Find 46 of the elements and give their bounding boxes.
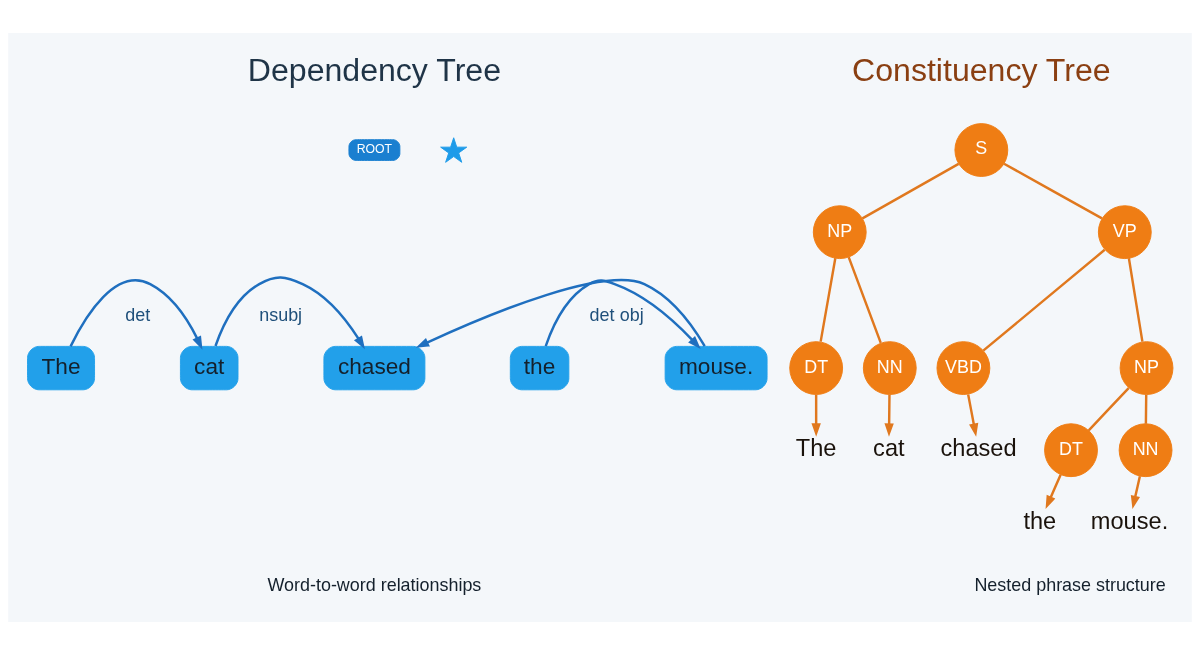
node-star bbox=[440, 137, 468, 163]
edge-label: nsubj bbox=[259, 304, 303, 325]
label: Nested phrase structure bbox=[974, 574, 1166, 595]
node-circle: NP bbox=[1119, 341, 1174, 395]
node-box: the bbox=[509, 345, 570, 391]
node-circle: NP bbox=[812, 205, 867, 260]
edge-label: det bbox=[589, 304, 615, 325]
node-text: cat bbox=[873, 434, 905, 461]
node-text: mouse. bbox=[1090, 507, 1169, 534]
node-box: cat bbox=[179, 345, 239, 391]
node-box: ROOT bbox=[348, 139, 401, 161]
connector bbox=[861, 162, 960, 220]
node-circle: DT bbox=[789, 341, 844, 395]
node-circle: DT bbox=[1044, 423, 1098, 478]
connector bbox=[819, 258, 837, 342]
connector bbox=[1144, 394, 1148, 424]
arrow bbox=[1130, 476, 1142, 510]
label: Constituency Tree bbox=[852, 52, 1111, 89]
edge-label: obj bbox=[619, 304, 644, 325]
node-circle: S bbox=[954, 123, 1009, 177]
connector bbox=[1003, 162, 1103, 220]
node-circle: NN bbox=[862, 341, 917, 395]
arrow bbox=[884, 394, 894, 437]
connector bbox=[847, 256, 882, 344]
label: Dependency Tree bbox=[247, 52, 502, 89]
node-text: the bbox=[1023, 507, 1057, 534]
node-circle: VP bbox=[1097, 205, 1152, 260]
node-text: The bbox=[795, 434, 837, 461]
node-box: chased bbox=[323, 345, 426, 391]
connector bbox=[982, 248, 1106, 352]
node-circle: VBD bbox=[936, 341, 991, 395]
label: Word-to-word relationships bbox=[267, 574, 482, 595]
node-circle: NN bbox=[1118, 423, 1173, 478]
arrow bbox=[69, 279, 203, 350]
arrow bbox=[415, 278, 706, 348]
connector bbox=[1127, 258, 1144, 342]
arrow bbox=[966, 394, 979, 437]
node-box: mouse. bbox=[664, 345, 768, 391]
arrow bbox=[1045, 474, 1062, 510]
connector bbox=[1087, 387, 1130, 432]
node-box: The bbox=[27, 345, 95, 391]
node-text: chased bbox=[940, 434, 1017, 461]
arrow bbox=[214, 276, 365, 350]
arrow bbox=[544, 279, 701, 350]
edge-label: det bbox=[125, 304, 151, 325]
arrow bbox=[811, 394, 821, 437]
